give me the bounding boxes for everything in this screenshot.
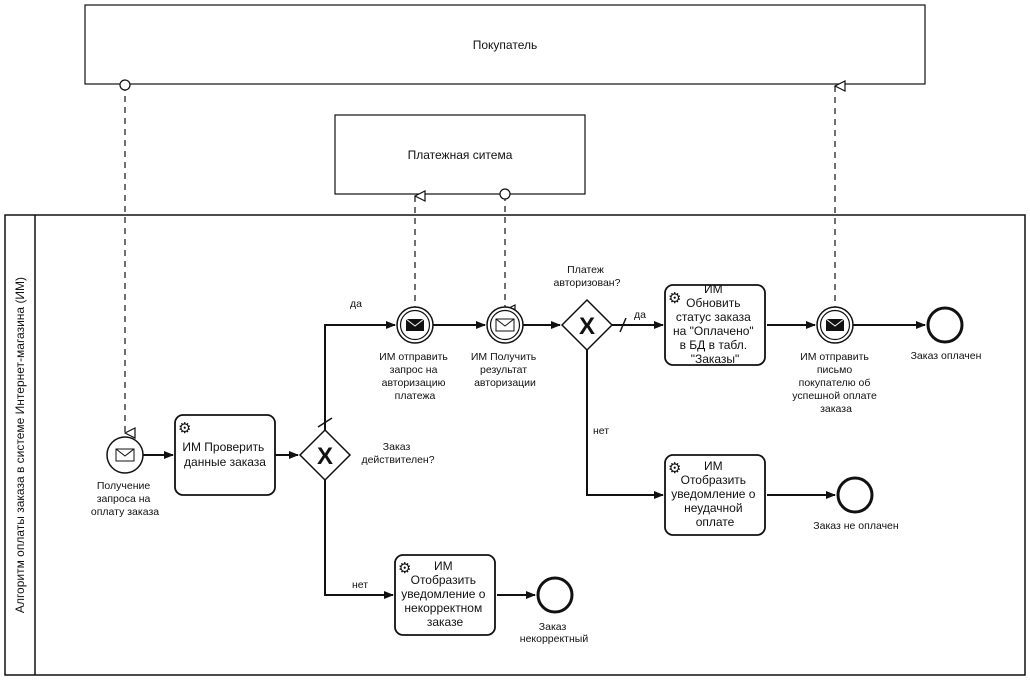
gear-icon: ⚙ [398,560,411,577]
task-check-label: ИМ Проверить данные заказа [182,440,267,469]
task-update-status [664,284,766,366]
flow-label-yes-1: да [350,298,362,310]
end-event-not-paid [836,476,874,514]
event-receive-auth-result [486,306,524,344]
flow-gateway-no [324,480,394,599]
pool-payment-system [334,114,586,195]
flow-label-no-1: нет [352,579,368,591]
default-flow-marker-1 [317,417,333,428]
gear-icon: ⚙ [668,460,681,477]
flow-gateway-yes [324,321,396,430]
exclusive-x-icon: X [317,443,333,470]
gateway-order-valid: X [298,428,352,482]
gateway-authorized-label: Платеж авторизован? [554,264,621,289]
start-event [106,436,144,474]
event-receive-auth-label: ИМ Получить результат авторизации [471,351,539,389]
task-notify-incorrect-label: ИМ Отобразить уведомление о некорректном… [401,559,489,629]
event-send-auth-label: ИМ отправить запрос на авторизацию плате… [379,351,451,402]
gateway-payment-authorized: X [560,298,614,352]
task-notify-incorrect-order [394,554,496,636]
message-flows [125,85,835,433]
event-send-email [816,306,854,344]
end-paid-label: Заказ оплачен [911,350,982,362]
message-flow-origin-payment [499,188,511,200]
flow-gateway2-no [586,350,664,499]
pool-payment-label: Платежная ситема [408,148,513,162]
pool-store-label: Алгоритм оплаты заказа в системе Интерне… [13,277,27,613]
end-event-incorrect [536,576,574,614]
task-notify-failed-payment [664,454,766,536]
pool-buyer-label: Покупатель [473,38,537,52]
task-update-label: ИМ Обновить статус заказа на "Оплачено" … [673,282,757,366]
flow-label-no-2: нет [593,425,609,437]
start-event-label: Получение запроса на оплату заказа [91,480,159,518]
flow-label-yes-2: да [634,309,646,321]
message-flow-origin-buyer [119,79,131,91]
sequence-flows [143,321,926,599]
task-check-order [174,414,276,496]
gear-icon: ⚙ [668,290,681,307]
pool-buyer [84,4,926,85]
event-send-auth-request [396,306,434,344]
exclusive-x-icon: X [579,313,595,340]
gear-icon: ⚙ [178,420,191,437]
event-send-email-label: ИМ отправить письмо покупателю об успешн… [792,351,879,415]
end-event-paid [926,306,964,344]
task-notify-fail-label: ИМ Отобразить уведомление о неудачной оп… [671,459,759,529]
default-flow-marker-2 [619,317,627,333]
end-not-paid-label: Заказ не оплачен [813,520,899,532]
gateway-valid-label: Заказ действителен? [361,441,434,466]
pool-store [4,214,1026,676]
end-incorrect-label: Заказ некорректный [520,621,589,645]
